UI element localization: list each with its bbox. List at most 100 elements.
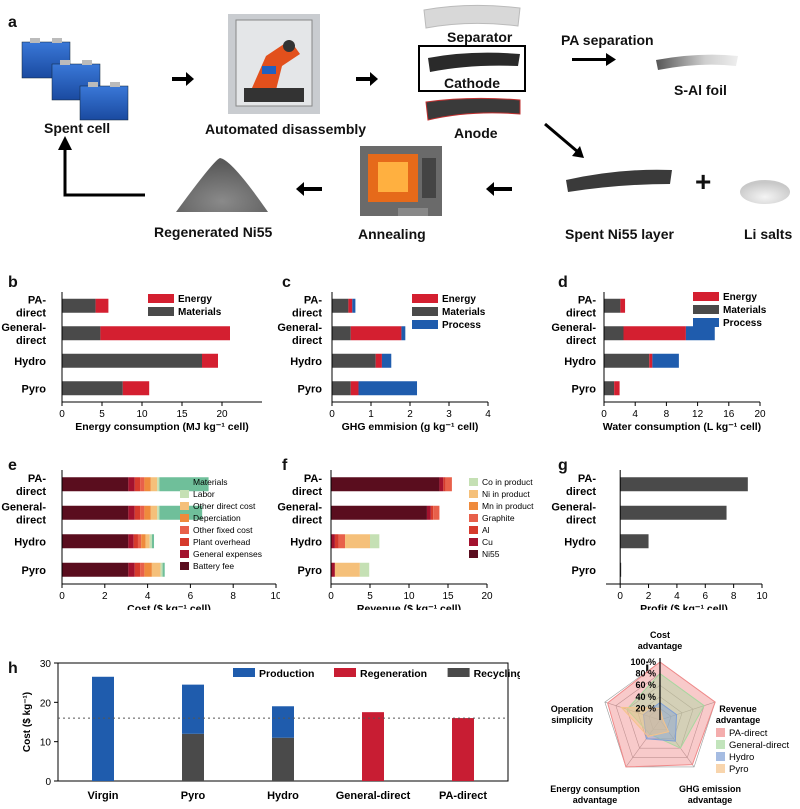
category-label: Hydro [290,356,322,368]
legend-label: General expenses [193,549,262,559]
category-label: direct [292,514,322,526]
x-tick-label: 1 [368,409,374,420]
x-tick-label: 10 [756,591,768,602]
x-tick-label: 16 [723,409,735,420]
legend-label: Other direct cost [193,501,256,511]
label-pa-separation: PA separation [561,32,654,48]
bar-energy [614,381,620,396]
bar-ni-in-product [334,562,360,577]
plus-icon: + [695,166,712,197]
li-salts-image [740,180,790,204]
bar-materials [159,505,203,520]
bar-materials [332,353,376,368]
bar-profit [620,562,622,577]
x-tick-label: 4 [145,591,151,602]
furnace-image [360,146,442,216]
bar-general-expenses [128,505,135,520]
workflow-diagram [21,4,790,216]
legend-swatch [180,526,189,534]
panel-label-f: f [282,457,288,474]
category-label: direct [292,307,322,319]
x-tick-label: 6 [702,591,708,602]
bar-ni-in-product [345,534,370,549]
bar-production [272,706,294,738]
radar-axis-label: Operation [551,704,594,714]
legend-swatch [180,550,189,558]
x-tick-label: 5 [99,409,105,420]
bar-co-in-product [370,534,380,549]
bar-battery-fee [62,534,129,549]
label-s-al-foil: S-Al foil [674,82,727,98]
category-label: Hydro [564,536,596,548]
bar-other-direct-cost [151,562,161,577]
x-tick-label: 3 [446,409,452,420]
label-regenerated: Regenerated Ni55 [154,224,273,240]
legend-label: Process [723,318,762,329]
radar-axis-label: advantage [573,795,618,805]
regenerated-powder-image [176,158,268,212]
radar-tick-label: 20 % [635,703,656,713]
bar-plant-overhead [134,477,141,492]
bar-energy [350,381,359,396]
bar-profit [620,477,748,492]
y-tick-label: 10 [40,738,52,749]
legend-label: Deperciation [193,513,241,523]
legend-swatch [716,752,725,761]
panel-label-h: h [8,660,18,677]
bar-energy [95,298,109,313]
bar-cu [426,505,431,520]
bar-energy [202,353,218,368]
x-tick-label: 10 [403,591,415,602]
y-tick-label: 0 [45,777,51,788]
bar-recycling [182,733,204,781]
category-label: Hydro [14,356,46,368]
bar-materials [332,326,351,341]
radar-axis-label: GHG emission [679,784,741,794]
bar-process [652,353,679,368]
panel-label-c: c [282,274,291,291]
panel-label-d: d [558,274,568,291]
bar-graphite [445,477,452,492]
x-tick-label: 6 [188,591,194,602]
x-tick-label: 0 [59,409,65,420]
bar-regeneration [452,718,474,781]
bar-al [443,477,446,492]
bar-general-expenses [128,477,135,492]
bar-process [381,353,392,368]
panel-label-e: e [8,457,17,474]
radar-spoke [659,701,716,721]
category-label: direct [566,307,596,319]
legend-label: General-direct [729,740,790,751]
bar-other-fixed-cost [140,562,145,577]
x-tick-label: 10 [136,409,148,420]
x-tick-label: 15 [176,409,188,420]
category-label: Pyro [181,790,206,802]
legend-label: Co in product [482,477,533,487]
x-axis-label: Energy consumption (MJ kg⁻¹ cell) [75,421,249,433]
x-tick-label: 15 [442,591,454,602]
legend-swatch [412,294,438,303]
label-spent-cell: Spent cell [44,120,111,136]
radar-axis-label: Energy consumption [550,784,640,794]
bar-co-in-product [359,562,370,577]
x-tick-label: 0 [59,591,65,602]
legend-label: Process [442,320,481,331]
category-label: direct [292,335,322,347]
bar-deperciation [144,477,151,492]
legend-swatch [180,502,189,510]
s-al-foil-image [656,54,738,70]
category-label: direct [16,335,46,347]
legend-label: Recycling [474,668,520,680]
x-tick-label: 8 [731,591,737,602]
legend-swatch [469,550,478,558]
bar-plant-overhead [133,534,138,549]
bar-labor [157,477,160,492]
category-label: Pyro [22,383,47,395]
x-tick-label: 0 [328,591,334,602]
legend-label: Plant overhead [193,537,250,547]
bar-materials [62,353,202,368]
panel-label-b: b [8,274,18,291]
bar-graphite [433,505,440,520]
